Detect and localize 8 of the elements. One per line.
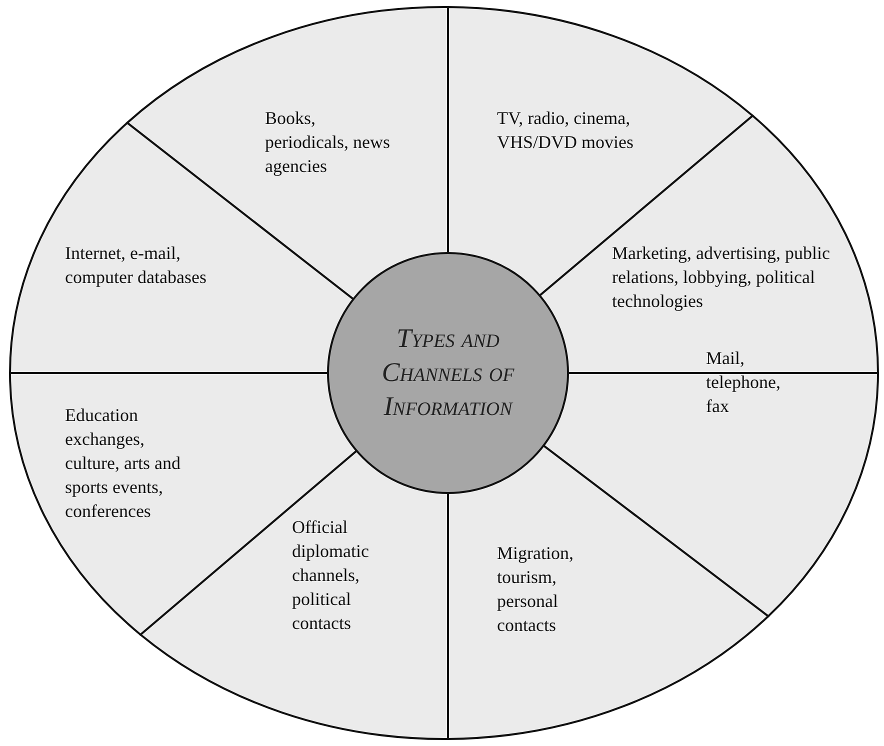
sector-label: Mail, telephone, fax xyxy=(706,346,791,418)
sector-label: Internet, e-mail, computer databases xyxy=(65,241,240,289)
sector-label: Marketing, advertising, public relations, lobbying, political technologies xyxy=(612,241,837,313)
sector-label: Migration, tourism, personal contacts xyxy=(497,541,592,637)
sector-label: Official diplomatic channels, political contacts xyxy=(292,515,392,635)
sector-label: Books, periodicals, news agencies xyxy=(265,106,400,178)
sector-label: Education exchanges, culture, arts and sports events, conferences xyxy=(65,403,200,523)
sector-label: TV, radio, cinema, VHS/DVD movies xyxy=(497,106,677,154)
